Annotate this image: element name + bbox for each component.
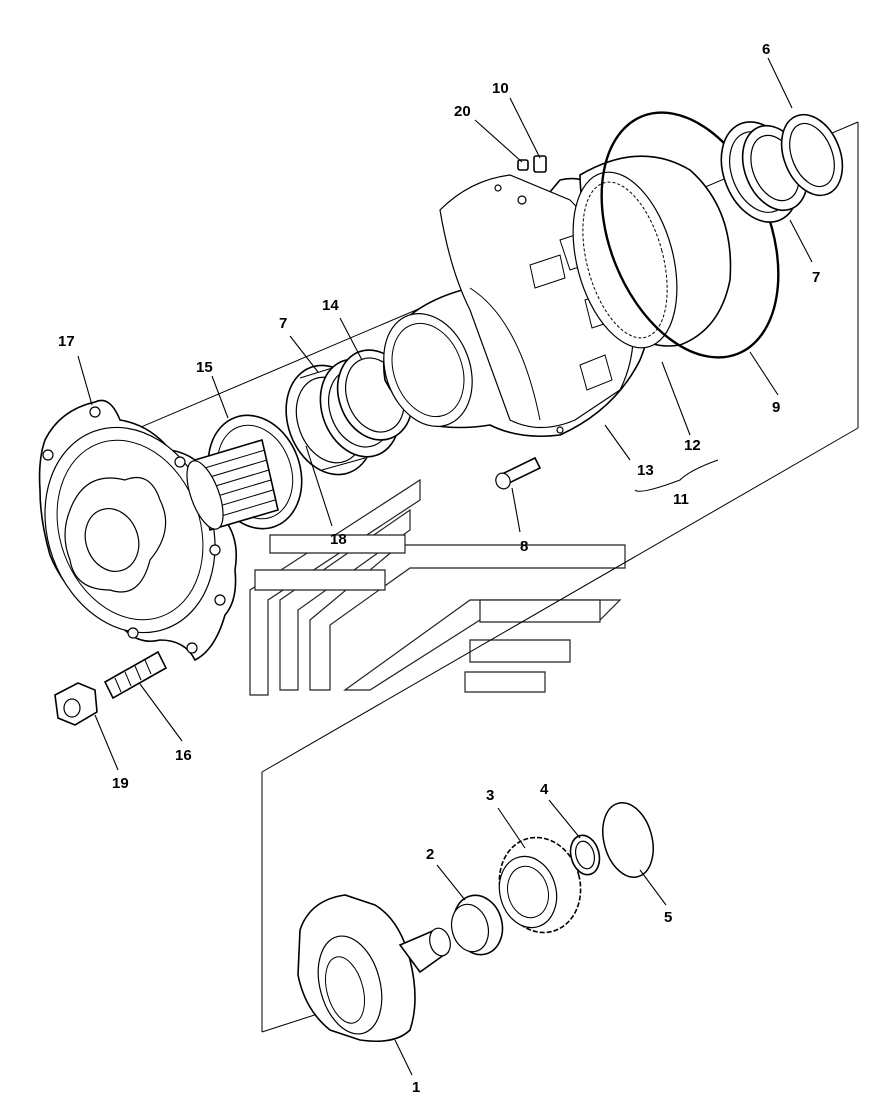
stud (103, 650, 168, 700)
callout-7-left: 7 (279, 315, 287, 332)
callout-10: 10 (492, 80, 509, 97)
callout-4: 4 (540, 781, 549, 798)
watermark-logo (249, 478, 626, 696)
callout-7-right: 7 (812, 269, 820, 286)
callout-5: 5 (664, 909, 672, 926)
callout-14: 14 (322, 297, 339, 314)
planet-carrier (297, 894, 451, 1043)
callout-15: 15 (196, 359, 213, 376)
ring-gear (572, 155, 732, 349)
callout-19: 19 (112, 775, 129, 792)
lock-nut (780, 113, 844, 197)
wheel-nut (54, 682, 98, 726)
wheel-hub (38, 399, 238, 662)
callout-11: 11 (673, 491, 689, 508)
callout-3: 3 (486, 787, 494, 804)
callout-18: 18 (330, 531, 347, 548)
callout-17: 17 (58, 333, 75, 350)
sleeve (450, 894, 504, 956)
callout-12: 12 (684, 437, 701, 454)
sun-gear (498, 836, 582, 934)
leader-lines (77, 57, 813, 1076)
bolt (495, 456, 542, 490)
callout-8: 8 (520, 538, 528, 555)
fittings (517, 155, 547, 173)
callout-20: 20 (454, 103, 471, 120)
callout-13: 13 (637, 462, 654, 479)
callout-1: 1 (412, 1079, 420, 1096)
callout-2: 2 (426, 846, 434, 863)
circlip (602, 802, 654, 878)
callout-9: 9 (772, 399, 780, 416)
callout-labels: 6 10 20 7 9 12 13 11 8 17 15 7 14 18 16 … (58, 41, 820, 1096)
callout-6: 6 (762, 41, 770, 58)
spindle (186, 414, 303, 532)
snap-ring-small (569, 834, 601, 876)
callout-16: 16 (175, 747, 192, 764)
